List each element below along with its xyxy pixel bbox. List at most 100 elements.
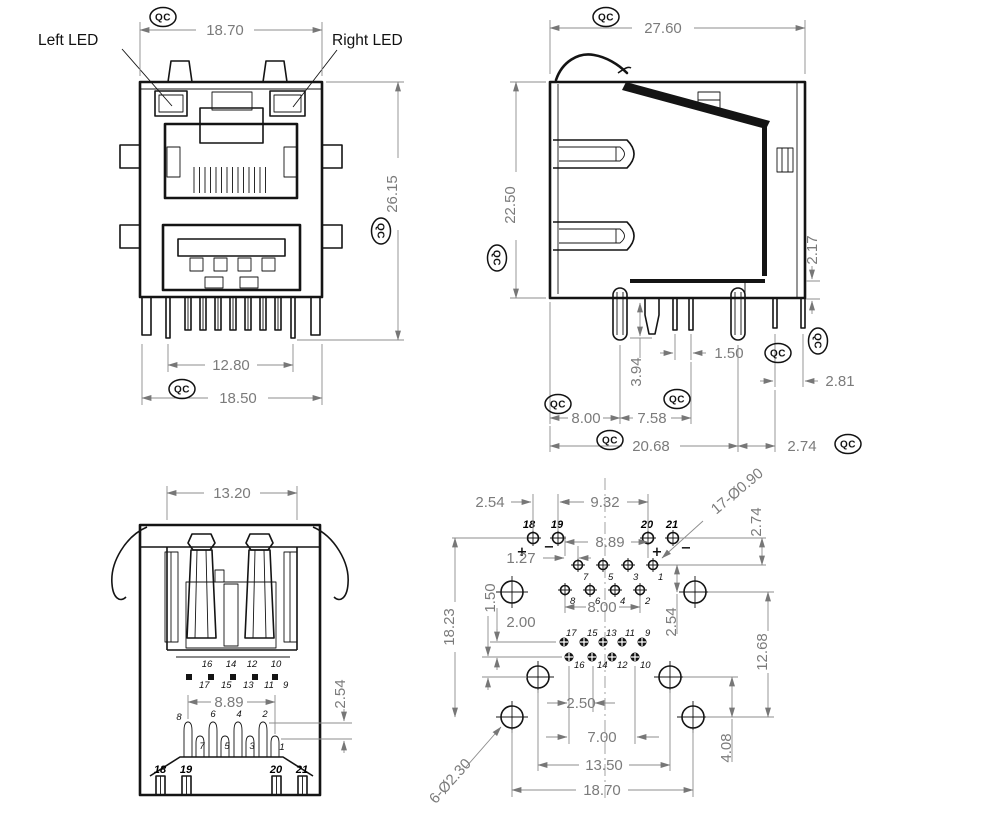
dim-8-00: 8.00 — [571, 410, 600, 427]
large-mount-hole — [496, 576, 711, 733]
qc-text: QC — [174, 385, 190, 396]
dim-8-89: 8.89 — [214, 694, 243, 711]
qc-text: QC — [598, 13, 614, 24]
spring-wire-right — [312, 526, 349, 601]
rear-dimensions: 13.20 8.89 2.54 — [166, 485, 352, 753]
shield-leg — [612, 287, 628, 341]
pin-label: 21 — [665, 519, 678, 531]
rear-body — [138, 523, 322, 797]
dim-7-58: 7.58 — [637, 410, 666, 427]
front-view: Left LED Right LED 18.70 26.15 12.80 18.… — [38, 6, 404, 407]
dim-side-height: 22.50 — [502, 186, 519, 224]
usb-port — [161, 223, 302, 292]
dim-front-pin-span: 12.80 — [212, 357, 250, 374]
dim-2-74: 2.74 — [787, 438, 816, 455]
qc-stamp: QC — [663, 388, 691, 410]
pin-label: 10 — [640, 660, 651, 671]
pin-label: 19 — [551, 519, 564, 531]
dim-7-00: 7.00 — [587, 729, 616, 746]
dim-front-top-width: 18.70 — [206, 22, 244, 39]
pin-label: 14 — [226, 659, 237, 670]
dim-side-depth: 27.60 — [644, 20, 682, 37]
front-view-geometry — [119, 60, 343, 339]
side-dimensions: 27.60 22.50 2.17 3.94 1.50 2.81 8.00 7.5… — [502, 20, 855, 455]
side-view: 27.60 22.50 2.17 3.94 1.50 2.81 8.00 7.5… — [486, 6, 862, 455]
side-view-geometry — [548, 53, 807, 341]
dim-20-68: 20.68 — [632, 438, 670, 455]
dim-2-81: 2.81 — [825, 373, 854, 390]
qc-stamp: QC — [544, 393, 572, 415]
footprint-holes — [496, 530, 711, 733]
side-tab — [321, 224, 343, 249]
polarity-mark: − — [544, 540, 555, 555]
polarity-mark: − — [681, 541, 692, 556]
pin-label: 18 — [523, 519, 536, 531]
qc-text: QC — [550, 400, 566, 411]
led-window-right — [269, 90, 306, 117]
pin-label: 6 — [210, 709, 216, 720]
qc-stamp: QC — [168, 378, 196, 400]
qc-stamp: QC — [834, 433, 862, 455]
side-tab — [119, 224, 141, 249]
rear-pins — [155, 721, 308, 796]
dim-front-bottom-width: 18.50 — [219, 390, 257, 407]
pin-label: 12 — [247, 659, 258, 670]
pin-label: 3 — [249, 741, 255, 752]
dim-2-54-top: 2.54 — [475, 494, 504, 511]
qc-stamp: QC — [807, 327, 829, 355]
pin-label: 5 — [608, 572, 614, 583]
spring-wire-left — [111, 526, 148, 601]
pin-label: 9 — [283, 680, 289, 691]
dim-2-00: 2.00 — [506, 614, 535, 631]
dim-1-50: 1.50 — [482, 583, 499, 612]
pin-label: 7 — [199, 741, 205, 752]
pin — [688, 297, 694, 331]
qc-text: QC — [375, 223, 386, 239]
pin-label: 13 — [243, 680, 254, 691]
pin — [672, 297, 678, 331]
qc-stamp: QC — [596, 429, 624, 451]
pin-label: 1 — [279, 742, 284, 753]
pin-label: 8 — [570, 596, 576, 607]
side-pins — [612, 283, 806, 341]
qc-text: QC — [155, 13, 171, 24]
pin-shelf — [149, 756, 314, 777]
latch-tower — [186, 533, 217, 639]
pin-label: 12 — [617, 660, 628, 671]
front-body — [138, 80, 324, 299]
dim-4-08: 4.08 — [718, 733, 735, 762]
polarity-mark: + — [652, 545, 663, 560]
pin-label: 1 — [658, 572, 663, 583]
dim-12-68: 12.68 — [754, 633, 771, 671]
pin-label: 20 — [640, 519, 654, 531]
top-tab-right — [262, 60, 288, 83]
dim-1-27: 1.27 — [506, 550, 535, 567]
pin-label: 5 — [224, 741, 230, 752]
pin-label: 15 — [587, 628, 598, 639]
qc-text: QC — [812, 333, 823, 349]
qc-stamp: QC — [370, 217, 392, 245]
pin-label: 21 — [295, 764, 308, 776]
rj45-port — [163, 91, 299, 200]
qc-text: QC — [840, 440, 856, 451]
pin-label: 17 — [566, 628, 577, 639]
pin — [800, 297, 806, 329]
pin-label: 7 — [583, 572, 589, 583]
pin-label: 15 — [221, 680, 232, 691]
signal-hole-row — [564, 652, 640, 662]
pin-label: 2 — [644, 596, 651, 607]
qc-stamp: QC — [764, 342, 792, 364]
dim-18-23: 18.23 — [441, 608, 458, 646]
latch-tower — [244, 533, 275, 639]
rear-view-geometry — [111, 523, 349, 797]
pin-label: 13 — [606, 628, 617, 639]
emi-spring — [554, 53, 629, 82]
latch-arm — [553, 221, 635, 251]
tapered-pin — [644, 298, 660, 335]
dim-9-32: 9.32 — [590, 494, 619, 511]
dim-2-54-right: 2.54 — [663, 607, 680, 636]
signal-hole-row — [559, 637, 647, 647]
right-led-label: Right LED — [332, 32, 403, 49]
center-post — [223, 583, 239, 647]
